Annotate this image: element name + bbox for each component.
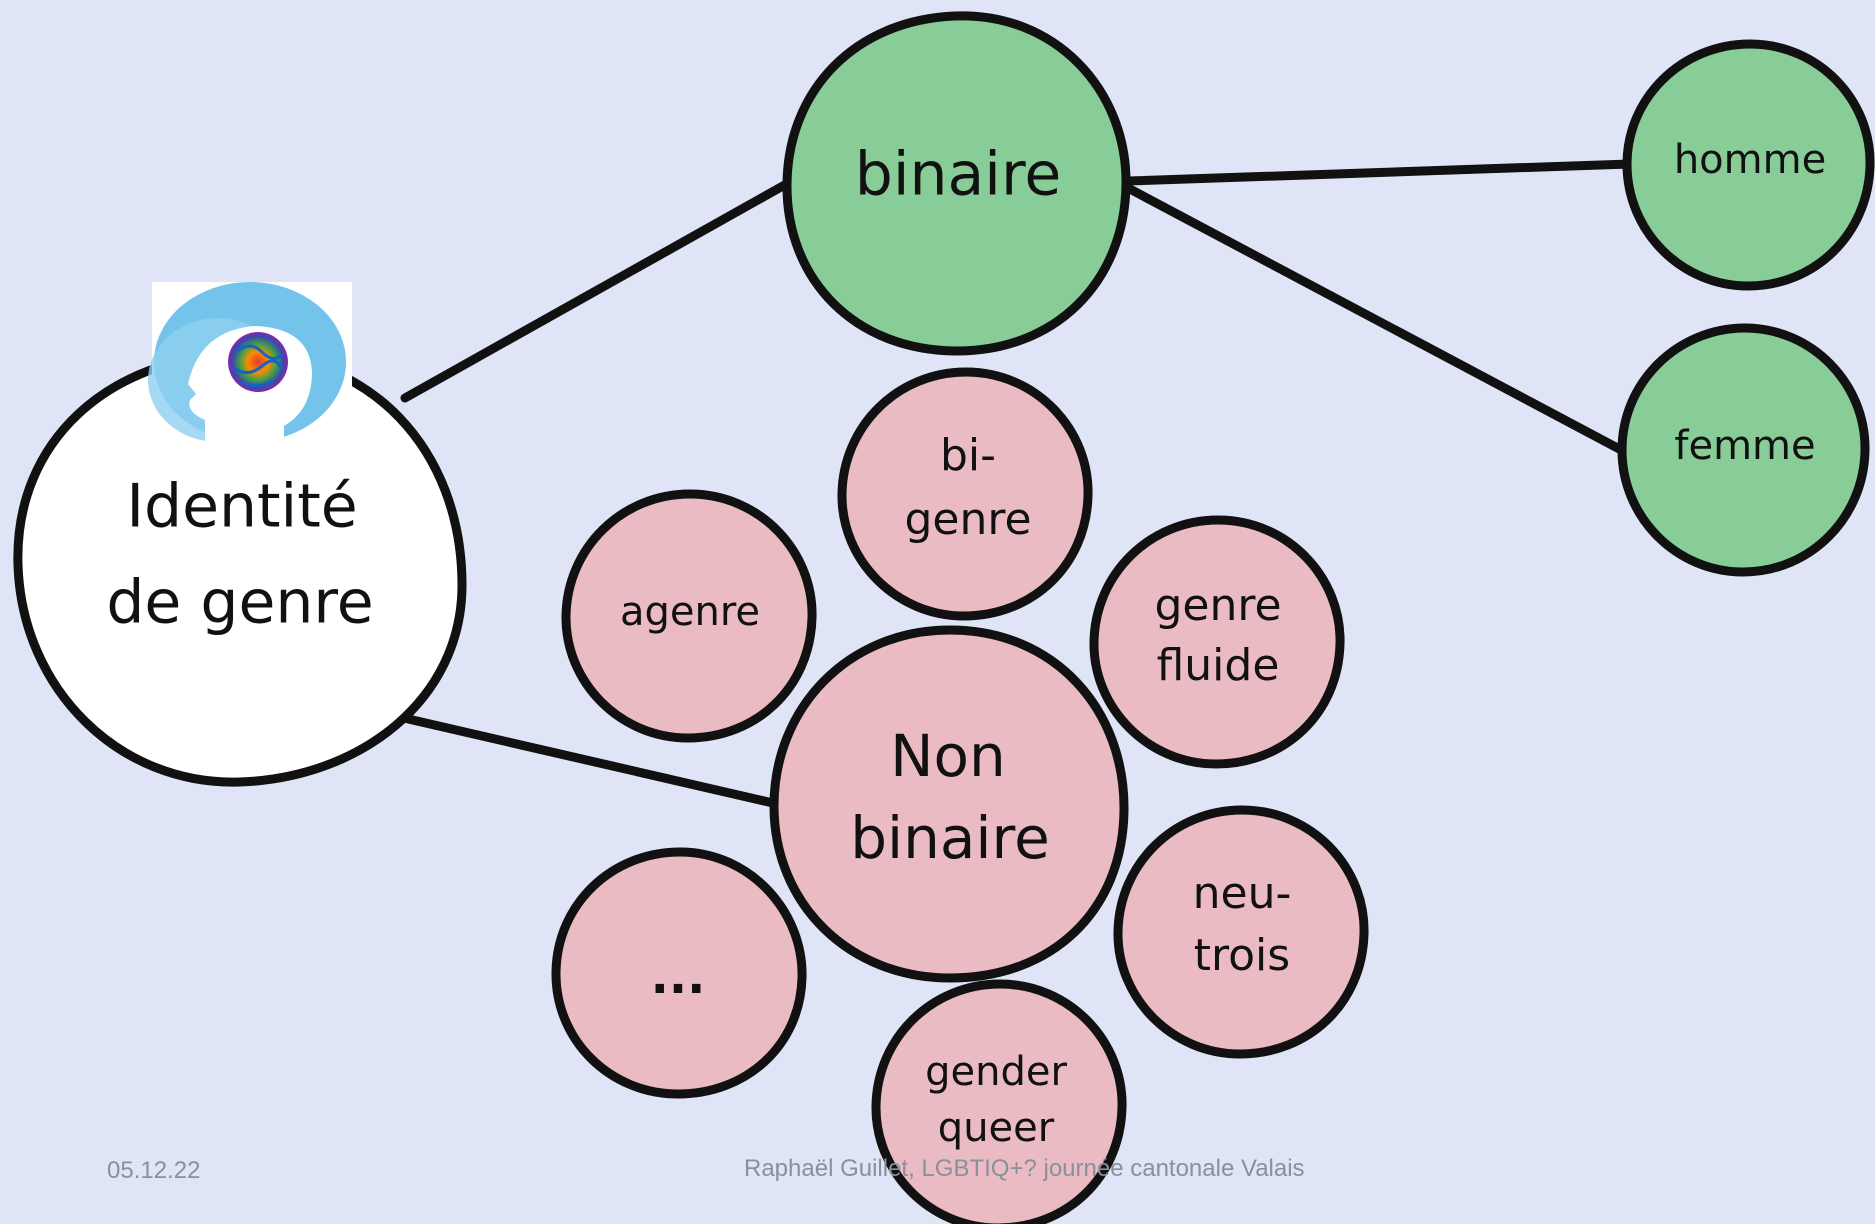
node-root-label-line2: de genre <box>106 568 373 638</box>
node-homme-label: homme <box>1674 137 1826 183</box>
node-agenre: agenre <box>561 489 817 743</box>
node-agenre-circle <box>561 489 817 743</box>
connectors <box>399 159 1635 808</box>
node-root-circle <box>13 349 467 787</box>
node-genre-fluide-label-line1: genre <box>1154 580 1281 631</box>
node-genderqueer: gender queer <box>871 979 1127 1224</box>
node-genre-fluide: genre fluide <box>1089 515 1345 769</box>
node-bigenre: bi- genre <box>837 367 1093 621</box>
node-more: ... <box>551 847 807 1099</box>
node-bigenre-label-line2: genre <box>904 494 1031 545</box>
edge-binaire-femme <box>1123 183 1630 457</box>
node-non-binaire-label-line2: binaire <box>850 804 1050 872</box>
node-neutrois-label-line2: trois <box>1194 930 1290 981</box>
node-binaire: binaire <box>782 11 1131 356</box>
node-genre-fluide-label-line2: fluide <box>1157 640 1280 691</box>
edge-binaire-homme <box>1123 159 1635 186</box>
footer-credit: Raphaël Guillet, LGBTIQ+? journée canton… <box>744 1155 1305 1182</box>
node-root-label-line1: Identité <box>126 472 357 542</box>
edge-root-nonbinaire <box>399 713 778 808</box>
node-agenre-label: agenre <box>620 589 760 635</box>
node-bigenre-label-line1: bi- <box>940 430 996 481</box>
node-more-circle <box>551 847 807 1099</box>
node-binaire-circle <box>782 11 1131 356</box>
node-femme-label: femme <box>1674 423 1815 469</box>
node-neutrois-circle <box>1113 805 1369 1059</box>
node-identite-de-genre: Identité de genre <box>13 282 467 787</box>
node-genderqueer-circle <box>871 979 1127 1224</box>
node-more-label: ... <box>651 949 706 1005</box>
node-femme-circle <box>1617 323 1870 577</box>
head-brain-icon <box>148 282 352 454</box>
node-femme: femme <box>1617 323 1870 577</box>
node-non-binaire: Non binaire <box>769 625 1129 983</box>
node-binaire-label: binaire <box>855 140 1061 210</box>
node-non-binaire-label-line1: Non <box>890 722 1006 790</box>
node-non-binaire-circle <box>769 625 1129 983</box>
node-bigenre-circle <box>837 367 1093 621</box>
footer-date: 05.12.22 <box>107 1157 201 1184</box>
node-homme-circle <box>1622 39 1875 291</box>
node-genderqueer-label-line2: queer <box>938 1105 1055 1151</box>
node-neutrois-label-line1: neu- <box>1193 868 1292 919</box>
node-neutrois: neu- trois <box>1113 805 1369 1059</box>
node-genre-fluide-circle <box>1089 515 1345 769</box>
edge-root-binaire <box>400 177 795 403</box>
node-homme: homme <box>1622 39 1875 291</box>
node-genderqueer-label-line1: gender <box>925 1049 1067 1095</box>
